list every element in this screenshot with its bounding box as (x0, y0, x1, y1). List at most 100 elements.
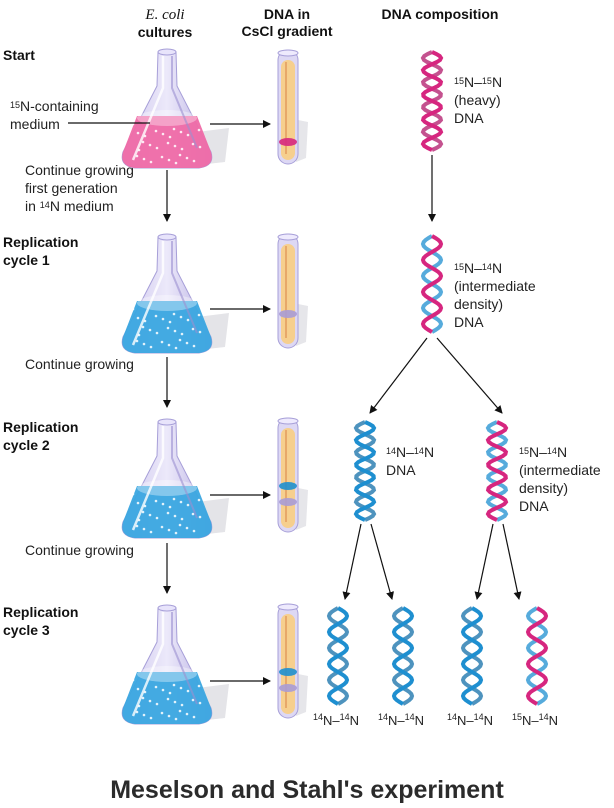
dna-helix-icon (353, 420, 377, 522)
bubble (142, 527, 146, 531)
bubble (197, 313, 201, 317)
flask-rim (157, 48, 177, 56)
bubble (160, 711, 164, 715)
sup: 14 (378, 712, 389, 722)
bubble (172, 312, 176, 316)
bubble (155, 702, 159, 706)
dna-strand-front (420, 50, 444, 152)
bubble (192, 529, 196, 533)
tube-gradient-fill (281, 428, 295, 528)
bubble (198, 701, 202, 705)
note-text: N medium (49, 198, 114, 214)
sup: 14 (481, 262, 492, 272)
row-label-text: Replication (3, 234, 79, 250)
bubble (178, 153, 182, 157)
bubble (191, 142, 195, 146)
tube-shadow (296, 488, 308, 530)
dna-label-text: DNA (519, 498, 549, 514)
bubble (154, 129, 158, 133)
flask-edge (171, 612, 198, 705)
row-label-cycle-3: Replication cycle 3 (3, 603, 78, 639)
arrow-dna-branch (502, 523, 522, 600)
flask-edge (171, 426, 198, 519)
bubble (160, 340, 164, 344)
dna-helix-icon (485, 420, 509, 522)
bubble (149, 716, 153, 720)
dna-helix-icon (420, 234, 444, 334)
bubble (161, 132, 165, 136)
bubble (142, 713, 146, 717)
bubble (168, 320, 172, 324)
bubble (178, 709, 182, 713)
header-ecoli-cultures: E. coli cultures (120, 6, 210, 41)
bubble (148, 143, 152, 147)
tube-rim (277, 417, 299, 425)
note-step-2: Continue growing (25, 356, 134, 372)
note-text: N-containing (20, 98, 99, 114)
dna-label-cycle-2-light: 14N–14N DNA (386, 444, 435, 478)
sup: 14 (473, 712, 484, 722)
bubble (160, 525, 164, 529)
bubble (168, 691, 172, 695)
tube-gradient-fill (281, 614, 295, 714)
bubble (174, 161, 178, 165)
bubble (191, 327, 195, 331)
flask-rim (157, 604, 177, 612)
bubble (186, 318, 190, 322)
note-text: in (25, 198, 40, 214)
bubble (180, 517, 184, 521)
bubble (136, 316, 140, 320)
bubble (186, 689, 190, 693)
sup: 14 (538, 712, 549, 722)
bubble (198, 145, 202, 149)
tube-rim (277, 233, 299, 241)
row-label-text: Replication (3, 604, 79, 620)
bubble (180, 332, 184, 336)
bubble (172, 683, 176, 687)
bubble (141, 140, 145, 144)
bubble (179, 130, 183, 134)
bubble (154, 499, 158, 503)
dna-label-text: density) (519, 480, 569, 496)
bubble (168, 505, 172, 509)
dna-strand-front (326, 606, 350, 706)
dna-helix-icon (420, 50, 444, 152)
bubble (180, 703, 184, 707)
flask-highlight (131, 241, 165, 346)
bubble (174, 531, 178, 535)
tube-band-intermediate (279, 310, 297, 318)
bubble (136, 501, 140, 505)
sup: 14 (313, 712, 324, 722)
dna-label-text: DNA (454, 110, 484, 126)
bubble (167, 343, 171, 347)
bubble (131, 492, 135, 496)
header-dna-composition: DNA composition (381, 6, 499, 22)
dna-label-text: (heavy) (454, 92, 501, 108)
bubble (166, 326, 170, 330)
bubble (192, 715, 196, 719)
bubble (155, 146, 159, 150)
arrow-dna-branch (342, 523, 362, 600)
bubble (136, 687, 140, 691)
dna-strand-front (525, 606, 549, 706)
header-dna-gradient: DNA in CsCl gradient (230, 6, 344, 40)
bubble (198, 330, 202, 334)
flask-medium-surface (137, 295, 197, 311)
row-label-cycle-2: Replication cycle 2 (3, 418, 78, 454)
centrifuge-tube-icon (277, 417, 308, 533)
dna-label-text: (intermediate (454, 278, 536, 294)
bubble (161, 688, 165, 692)
bubble (155, 516, 159, 520)
bubble (168, 135, 172, 139)
flask-medium-surface (137, 666, 197, 682)
bubble (192, 159, 196, 163)
flask-highlight (131, 612, 165, 717)
bubble (166, 697, 170, 701)
figure-title: Meselson and Stahl's experiment (110, 776, 504, 804)
dna-label-text: DNA (386, 462, 416, 478)
bubble (141, 696, 145, 700)
note-text: Continue growing (25, 162, 134, 178)
bubble (174, 346, 178, 350)
cycle3-label-3: 14N–14N (447, 712, 494, 728)
dna-helix-icon (525, 606, 549, 706)
